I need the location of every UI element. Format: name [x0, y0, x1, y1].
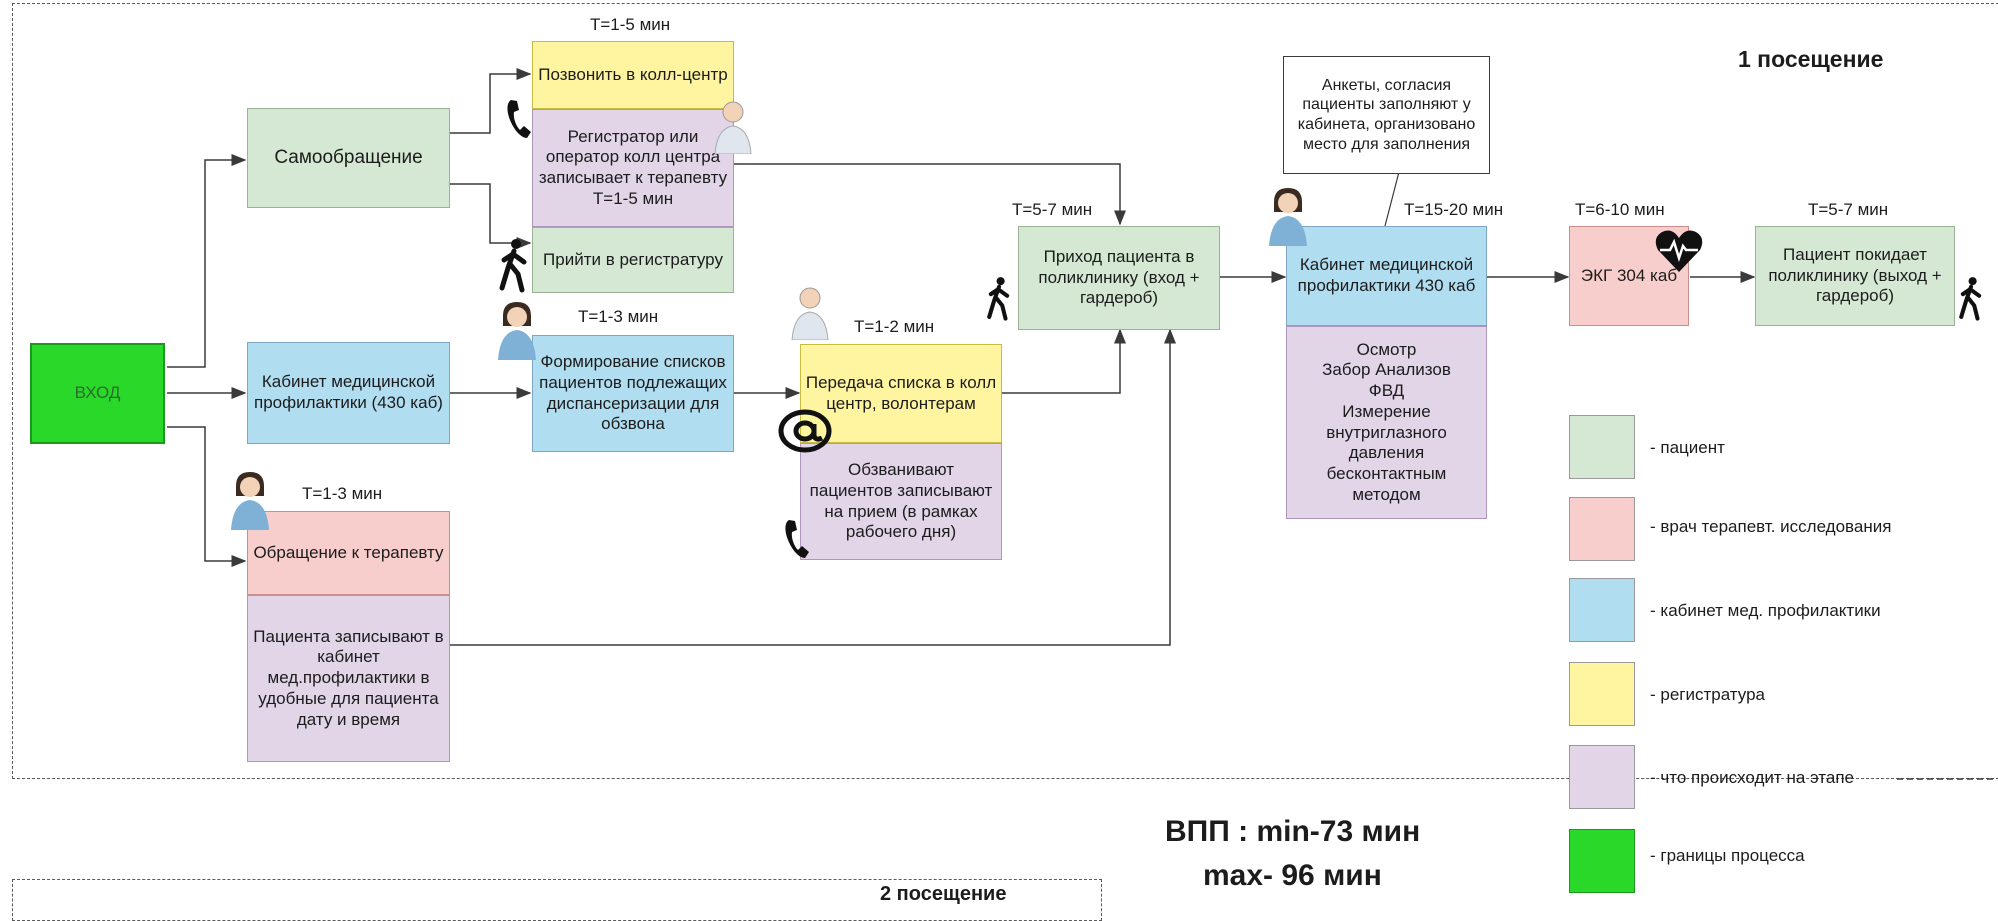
legend-swatch-therapist — [1569, 497, 1635, 561]
connectors — [167, 68, 1995, 780]
form-lists-timing: T=1-3 мин — [578, 307, 659, 326]
transfer-timing: T=1-2 мин — [854, 317, 935, 336]
total-time-max: max- 96 мин — [1203, 859, 1382, 892]
exit-node: Пациент покидает поликлинику (выход + га… — [1755, 226, 1955, 326]
callout-note: Анкеты, согласия пациенты заполняют у ка… — [1283, 56, 1490, 174]
form-lists-node: Формирование списков пациентов подлежащи… — [532, 335, 734, 452]
call-patients-node: Обзванивают пациентов записывают на прие… — [800, 443, 1002, 560]
legend-label-stage: - что происходит на этапе — [1650, 768, 1855, 787]
transfer-list-node: Передача списка в колл центр, волонтерам — [800, 344, 1002, 443]
therapist-node: Обращение к терапевту — [247, 511, 450, 595]
ecg-timing: T=6-10 мин — [1575, 200, 1665, 219]
walking-person-icon — [499, 239, 527, 293]
arrival-timing: T=5-7 мин — [1012, 200, 1093, 219]
doctor-icon — [791, 287, 829, 340]
cabinet-detail-node: Осмотр Забор Анализов ФВД Измерение внут… — [1286, 326, 1487, 519]
legend-label-registry: - регистратура — [1650, 685, 1766, 704]
email-at-icon — [778, 409, 832, 453]
registrar-timing: T=1-5 мин — [592, 188, 674, 208]
legend-label-therapist: - врач терапевт. исследования — [1650, 517, 1892, 536]
doctor-icon — [1269, 188, 1307, 246]
visit-1-frame — [12, 3, 1998, 779]
total-time-min: ВПП : min-73 мин — [1165, 815, 1421, 848]
registrar-node: Регистратор или оператор колл центра зап… — [532, 109, 734, 227]
cabinet-main-node: Кабинет медицинской профилактики 430 каб — [1286, 226, 1487, 326]
walking-person-icon — [1959, 277, 1982, 321]
call-timing: T=1-5 мин — [590, 15, 671, 34]
legend-label-boundary: - границы процесса — [1650, 846, 1805, 865]
record-patient-node: Пациента записывают в кабинет мед.профил… — [247, 595, 450, 762]
heart-ecg-icon — [1655, 230, 1703, 272]
arrival-node: Приход пациента в поликлинику (вход + га… — [1018, 226, 1220, 330]
exit-timing: T=5-7 мин — [1808, 200, 1889, 219]
self-referral-node: Самообращение — [247, 108, 450, 208]
legend-label-patient: - пациент — [1650, 438, 1725, 457]
legend-swatch-stage — [1569, 745, 1635, 809]
cabinet-prof-node: Кабинет медицинской профилактики (430 ка… — [247, 342, 450, 444]
doctor-icon — [498, 302, 536, 360]
legend-label-cabinet: - кабинет мед. профилактики — [1650, 601, 1881, 620]
therapist-timing: T=1-3 мин — [302, 484, 383, 503]
process-entry-node: ВХОД — [30, 343, 165, 444]
phone-icon — [785, 520, 809, 558]
go-registry-node: Прийти в регистратуру — [532, 227, 734, 293]
walking-person-icon — [987, 277, 1010, 321]
legend-swatch-patient — [1569, 415, 1635, 479]
visit-1-title: 1 посещение — [1738, 46, 1884, 72]
call-center-node: Позвонить в колл-центр — [532, 41, 734, 109]
registrar-text: Регистратор или оператор колл центра зап… — [538, 126, 728, 187]
doctor-icon — [714, 101, 752, 154]
legend-swatch-boundary — [1569, 829, 1635, 893]
cabinet-timing: T=15-20 мин — [1404, 200, 1504, 219]
legend-swatch-registry — [1569, 662, 1635, 726]
visit-2-title: 2 посещение — [880, 883, 1007, 905]
phone-icon — [507, 100, 531, 138]
doctor-icon — [231, 472, 269, 530]
legend-swatch-cabinet — [1569, 578, 1635, 642]
